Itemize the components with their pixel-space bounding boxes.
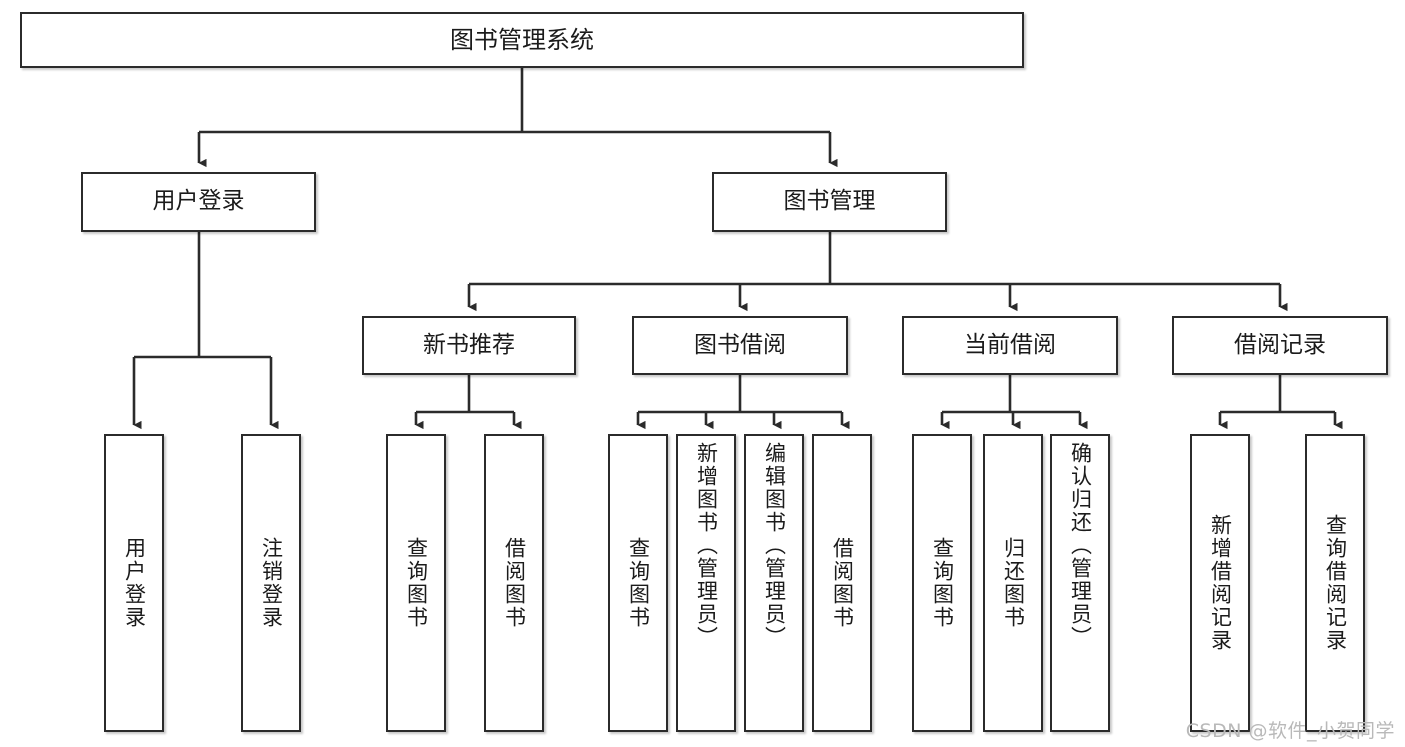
node-root[interactable]: 图书管理系统 (20, 12, 1024, 68)
node-label-leaf-rec-add: 新增借阅记录 (1208, 514, 1233, 652)
node-new-book-rec[interactable]: 新书推荐 (362, 316, 576, 375)
node-label-book-borrow: 图书借阅 (694, 331, 786, 358)
node-borrow-record[interactable]: 借阅记录 (1172, 316, 1388, 375)
node-label-leaf-book-borrow: 借阅图书 (830, 537, 855, 629)
node-label-leaf-borrow-query: 查询图书 (626, 537, 651, 629)
node-label-root: 图书管理系统 (450, 25, 594, 54)
node-current-borrow[interactable]: 当前借阅 (902, 316, 1118, 375)
node-label-leaf-cur-query: 查询图书 (930, 537, 955, 629)
node-book-manage[interactable]: 图书管理 (712, 172, 947, 232)
node-label-leaf-cur-confirm: 确认归还（管理员） (1068, 442, 1093, 649)
node-leaf-cur-query[interactable]: 查询图书 (912, 434, 972, 732)
node-leaf-user-logout[interactable]: 注销登录 (241, 434, 301, 732)
node-leaf-cur-return[interactable]: 归还图书 (983, 434, 1043, 732)
node-leaf-book-edit[interactable]: 编辑图书（管理员） (744, 434, 804, 732)
node-leaf-book-add[interactable]: 新增图书（管理员） (676, 434, 736, 732)
node-leaf-borrow-query[interactable]: 查询图书 (608, 434, 668, 732)
node-label-book-manage: 图书管理 (783, 188, 876, 215)
node-leaf-cur-confirm[interactable]: 确认归还（管理员） (1050, 434, 1110, 732)
watermark: CSDN @软件_小贺同学 (1185, 720, 1395, 742)
node-leaf-rec-add[interactable]: 新增借阅记录 (1190, 434, 1250, 732)
node-label-leaf-cur-return: 归还图书 (1001, 537, 1026, 629)
node-label-current-borrow: 当前借阅 (964, 331, 1056, 358)
node-label-leaf-rec-borrow: 借阅图书 (502, 537, 527, 629)
node-label-leaf-user-logout: 注销登录 (259, 537, 284, 629)
node-leaf-user-login[interactable]: 用户登录 (104, 434, 164, 732)
node-label-leaf-rec-query: 查询图书 (404, 537, 429, 629)
node-label-user-login: 用户登录 (152, 188, 245, 215)
node-label-borrow-record: 借阅记录 (1234, 331, 1326, 358)
node-label-leaf-user-login: 用户登录 (122, 537, 147, 629)
node-label-leaf-book-edit: 编辑图书（管理员） (762, 442, 787, 649)
node-user-login[interactable]: 用户登录 (81, 172, 316, 232)
node-leaf-rec-query2[interactable]: 查询借阅记录 (1305, 434, 1365, 732)
node-leaf-book-borrow[interactable]: 借阅图书 (812, 434, 872, 732)
node-leaf-rec-query[interactable]: 查询图书 (386, 434, 446, 732)
node-label-leaf-book-add: 新增图书（管理员） (694, 442, 719, 649)
node-book-borrow[interactable]: 图书借阅 (632, 316, 848, 375)
node-leaf-rec-borrow[interactable]: 借阅图书 (484, 434, 544, 732)
node-label-new-book-rec: 新书推荐 (423, 331, 515, 358)
node-label-leaf-rec-query2: 查询借阅记录 (1323, 514, 1348, 652)
